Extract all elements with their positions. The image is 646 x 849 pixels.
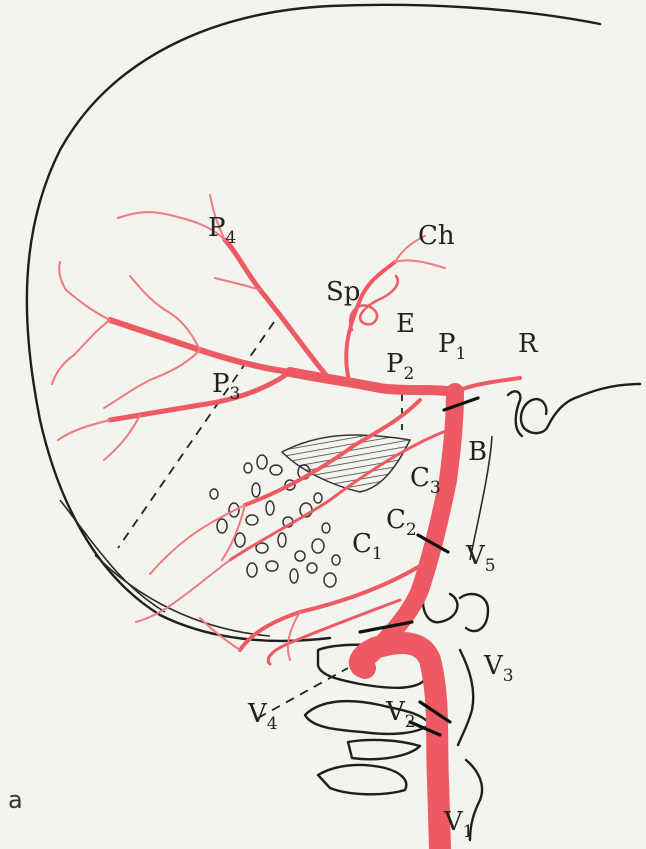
artery-branch (110, 372, 290, 420)
artery-branch (150, 350, 200, 380)
label-sp: Sp (326, 277, 360, 307)
bone-pore (290, 569, 298, 583)
bone-pore (217, 519, 227, 533)
label-v5: V5 (465, 541, 496, 576)
label-c2: C2 (386, 505, 417, 540)
bone-pore (314, 493, 322, 503)
bone-pore (332, 555, 340, 565)
artery-branch (110, 320, 290, 372)
posterior-cerebral-artery (290, 372, 455, 392)
artery-branch (288, 612, 300, 660)
bone-pore (266, 561, 278, 571)
label-v2: V2 (385, 697, 416, 732)
bone-pore (295, 551, 305, 561)
label-e: E (396, 309, 415, 339)
label-r: R (518, 329, 539, 359)
vertebral-artery (360, 643, 440, 849)
bone-pore (257, 455, 267, 469)
artery-tree (52, 195, 520, 849)
label-ch: Ch (418, 221, 455, 251)
artery-branch (395, 260, 445, 268)
label-v1: V1 (443, 807, 474, 842)
label-p2: P2 (386, 349, 414, 384)
bone-pore (312, 539, 324, 553)
bone-pore (266, 501, 274, 515)
label-c3: C3 (410, 463, 441, 498)
artery-branch (52, 355, 74, 384)
artery-branch (200, 618, 240, 650)
bone-pore (210, 489, 218, 499)
label-v3: V3 (483, 651, 514, 686)
label-c1: C1 (352, 529, 383, 564)
label-p4: P4 (208, 213, 236, 248)
label-p3: P3 (212, 369, 240, 404)
artery-branch (178, 560, 230, 600)
bone-pore (247, 563, 257, 577)
artery-branch (58, 420, 110, 440)
bone-pore (235, 533, 245, 547)
artery-branch (66, 290, 110, 320)
artery-branch (225, 240, 330, 380)
bone-pore (246, 515, 258, 525)
bone-pore (307, 563, 317, 573)
bone-pore (270, 465, 282, 475)
artery-branch (118, 212, 170, 218)
bone-pore (324, 573, 336, 587)
bone-pore (244, 463, 252, 473)
artery-branch (130, 276, 165, 310)
label-v4: V4 (247, 699, 278, 734)
artery-branch (59, 262, 66, 290)
artery-branch (104, 380, 150, 408)
panel-label: a (8, 786, 23, 814)
label-b: B (468, 437, 487, 467)
artery-branch (455, 378, 520, 392)
bone-pore (322, 523, 330, 533)
bone-pore (252, 483, 260, 497)
artery-branch (74, 320, 110, 355)
bone-pore (278, 533, 286, 547)
label-p1: P1 (438, 329, 466, 364)
artery-branch (150, 538, 188, 574)
